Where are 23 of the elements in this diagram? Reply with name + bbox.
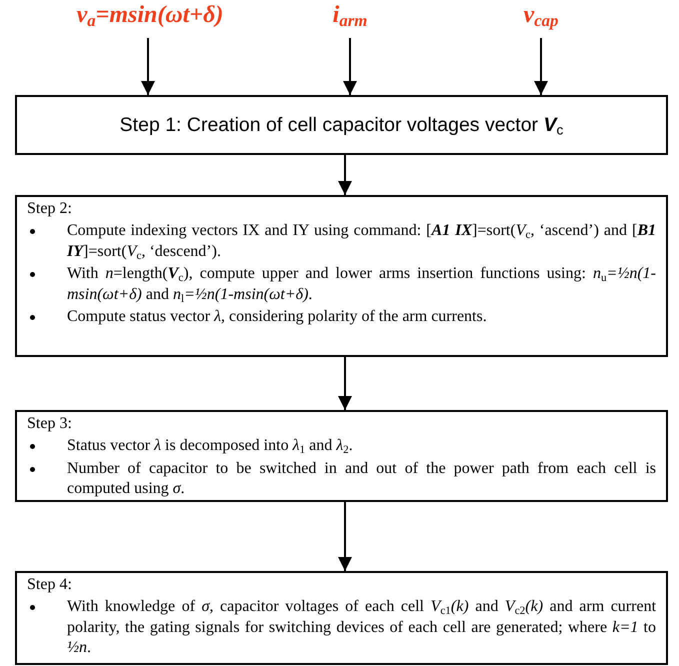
bullet-text: With knowledge of σ, capacitor voltages of each cell V$_{c1}$(k) and V$_{c2}$(k) and arm current polarity, the gating signals for switching devices of each cell are generated; where k=1 to ½n. xyxy=(67,598,656,656)
bullet-text: With n=length(V$_{c}$), compute upper and lower arms insertion functions using: n$_{u}$=½n(1-msin(ωt+δ) and n$_{l}$=½n(1-msin(ωt+δ). xyxy=(67,265,656,303)
process-box xyxy=(15,95,668,155)
arrow xyxy=(338,357,352,410)
bullet-text: Compute status vector λ, considering polarity of the arm currents. xyxy=(67,308,487,326)
process-box xyxy=(15,571,668,665)
step-heading: Step 4: xyxy=(27,575,73,595)
process-box xyxy=(15,410,668,502)
step-text: Step 1: Creation of cell capacitor voltages vector V$_{c}$ xyxy=(120,114,564,136)
step-heading: Step 3: xyxy=(27,414,73,434)
input-label: v$_{cap}$ xyxy=(491,2,591,38)
arrow xyxy=(343,38,357,95)
bullet-text: Number of capacitor to be switched in and out of the power path from each cell is computed using σ. xyxy=(67,460,656,498)
process-box xyxy=(15,195,668,357)
arrow xyxy=(141,38,155,95)
arrow xyxy=(534,38,548,95)
arrow xyxy=(338,155,352,195)
step-heading: Step 2: xyxy=(27,199,73,219)
arrow xyxy=(338,502,352,571)
input-label: i$_{arm}$ xyxy=(300,2,400,38)
input-label: v$_{a}$=msin(ωt+δ) xyxy=(50,2,250,38)
bullet-text: Compute indexing vectors IX and IY using command: [A1 IX]=sort(V$_{c}$, ‘ascend’) and [B1 IY]=sort(V$_{c}$, ‘descend’). xyxy=(67,222,656,260)
bullet-text: Status vector λ is decomposed into λ$_{1}$ and λ$_{2}$. xyxy=(67,437,353,454)
